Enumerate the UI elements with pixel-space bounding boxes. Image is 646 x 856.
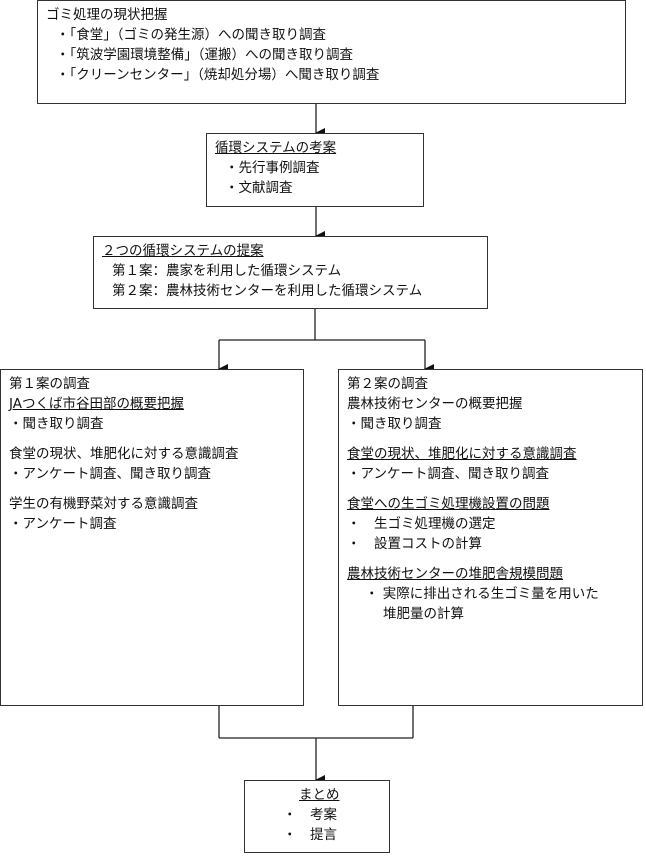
plan1-item: ・聞き取り調査 — [9, 416, 104, 432]
box-plan2-survey: 第２案の調査 農林技術センターの概要把握 ・聞き取り調査 食堂の現状、堆肥化に対… — [338, 369, 643, 706]
plan2-section-heading: 農林技術センターの概要把握 — [347, 396, 523, 412]
box-proposals: ２つの循環システムの提案 第１案：農家を利用した循環システム 第２案：農林技術セ… — [93, 236, 488, 309]
plan2-item: ・ 生ゴミ処理機の選定 — [347, 516, 496, 532]
plan2-section-heading: 農林技術センターの堆肥舎規模問題 — [347, 566, 563, 582]
box-current-status: ゴミ処理の現状把握 ・「食堂」（ゴミの発生源）への聞き取り調査 ・「筑波学園環境… — [37, 0, 626, 104]
plan1-item: ・アンケート調査、聞き取り調査 — [9, 466, 211, 482]
box3-title: ２つの循環システムの提案 — [102, 243, 264, 259]
box-summary: まとめ ・ 考案 ・ 提言 — [244, 780, 390, 853]
plan2-item: ・アンケート調査、聞き取り調査 — [347, 466, 549, 482]
box-plan1-survey: 第１案の調査 JAつくば市谷田部の概要把握 ・聞き取り調査 食堂の現状、堆肥化に… — [0, 369, 304, 706]
box2-item: ・文献調査 — [225, 180, 293, 196]
box-system-design: 循環システムの考案 ・先行事例調査 ・文献調査 — [206, 133, 424, 207]
plan1-item: ・アンケート調査 — [9, 516, 117, 532]
plan2-title: 第２案の調査 — [347, 376, 428, 392]
box2-item: ・先行事例調査 — [225, 160, 320, 176]
plan1-section-heading: JAつくば市谷田部の概要把握 — [9, 396, 184, 412]
plan1-section-heading: 食堂の現状、堆肥化に対する意識調査 — [9, 446, 239, 462]
plan2-section-heading: 食堂への生ゴミ処理機設置の問題 — [347, 496, 550, 512]
box1-item: ・「食堂」（ゴミの発生源）への聞き取り調査 — [56, 27, 326, 43]
box1-title: ゴミ処理の現状把握 — [46, 7, 168, 23]
box1-item: ・「筑波学園環境整備」（運搬）への聞き取り調査 — [56, 47, 353, 63]
summary-item: ・ 提言 — [283, 827, 337, 843]
summary-item: ・ 考案 — [283, 807, 337, 823]
plan2-item: ・聞き取り調査 — [347, 416, 442, 432]
plan2-item: 堆肥量の計算 — [383, 606, 464, 622]
plan2-section-heading: 食堂の現状、堆肥化に対する意識調査 — [347, 446, 577, 462]
plan1-section-heading: 学生の有機野菜対する意識調査 — [9, 496, 198, 512]
box3-item: 第２案：農林技術センターを利用した循環システム — [112, 283, 423, 299]
box3-item: 第１案：農家を利用した循環システム — [112, 263, 342, 279]
plan2-item: ・ 設置コストの計算 — [347, 536, 482, 552]
plan1-title: 第１案の調査 — [9, 376, 90, 392]
box1-item: ・「クリーンセンター」（焼却処分場）へ聞き取り調査 — [56, 67, 380, 83]
summary-title: まとめ — [299, 787, 340, 803]
box2-title: 循環システムの考案 — [215, 140, 337, 156]
plan2-item: ・ 実際に排出される生ゴミ量を用いた — [365, 586, 599, 602]
